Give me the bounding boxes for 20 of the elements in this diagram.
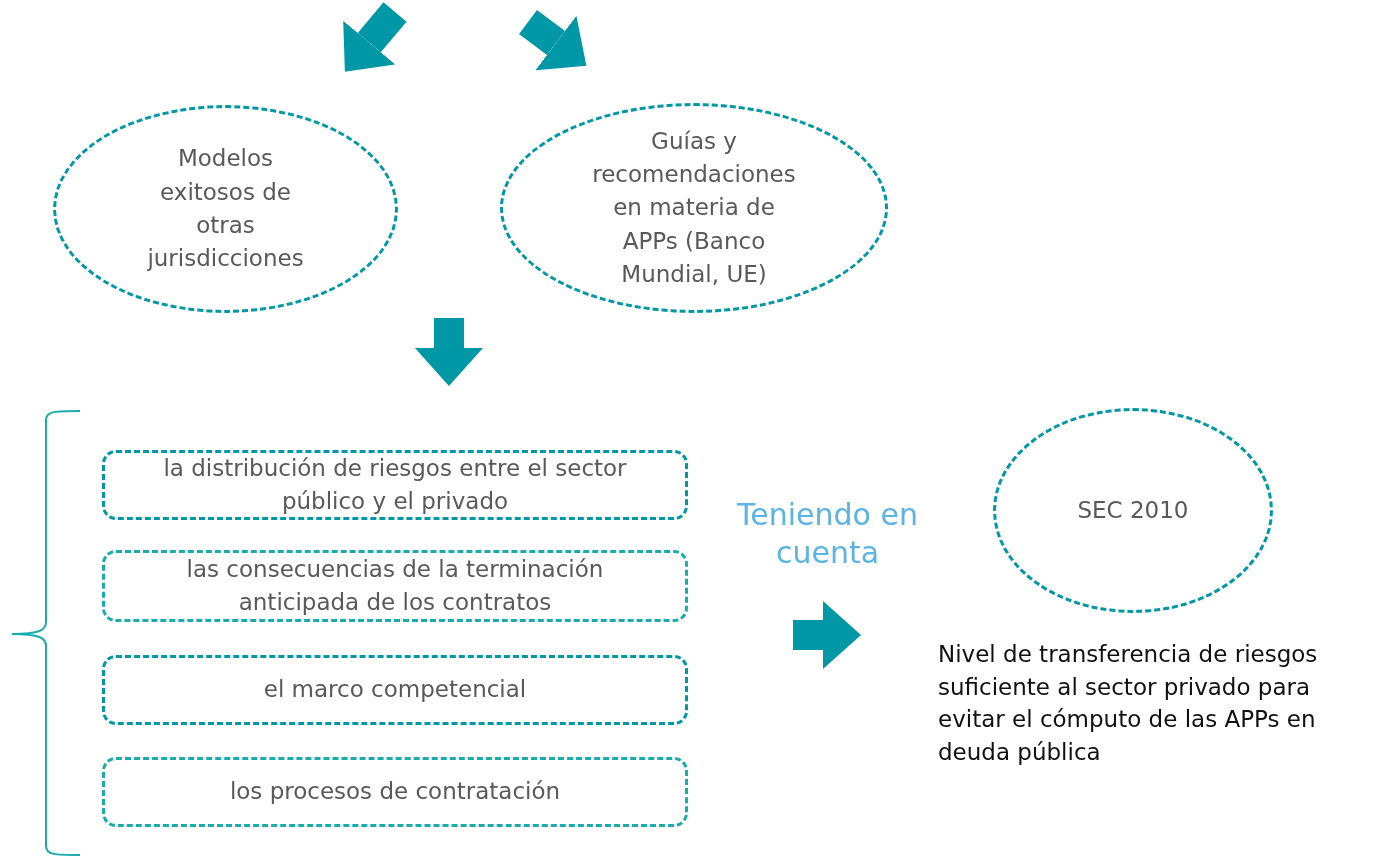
- block-arrow: [415, 318, 483, 386]
- node-text: los procesos de contratación: [229, 777, 561, 807]
- dashed-box: [102, 450, 688, 520]
- dashed-box: [102, 655, 688, 725]
- node-text: el marco competencial: [263, 675, 527, 705]
- dashed-box: [102, 757, 688, 827]
- block-arrow: [519, 10, 587, 71]
- dashed-ellipse: [53, 105, 398, 313]
- node-text: Modelos exitosos de otras jurisdicciones: [146, 144, 305, 274]
- node-text: Guías y recomendaciones en materia de APPs (Banco Mundial, UE): [591, 126, 797, 289]
- caption-text: Nivel de transferencia de riesgos suficiente al sector privado para evitar el cómputo de las APPs en deuda pública: [938, 640, 1319, 767]
- dashed-box: [102, 550, 688, 622]
- block-arrow: [793, 601, 861, 669]
- node-text: las consecuencias de la terminación anticipada de los contratos: [185, 554, 605, 617]
- annotation-text: Teniendo en cuenta: [736, 496, 919, 571]
- dashed-ellipse: [993, 408, 1273, 613]
- node-text: la distribución de riesgos entre el sector público y el privado: [162, 453, 628, 516]
- block-arrow: [343, 2, 407, 72]
- node-text: SEC 2010: [1077, 495, 1189, 525]
- dashed-ellipse: [500, 103, 888, 313]
